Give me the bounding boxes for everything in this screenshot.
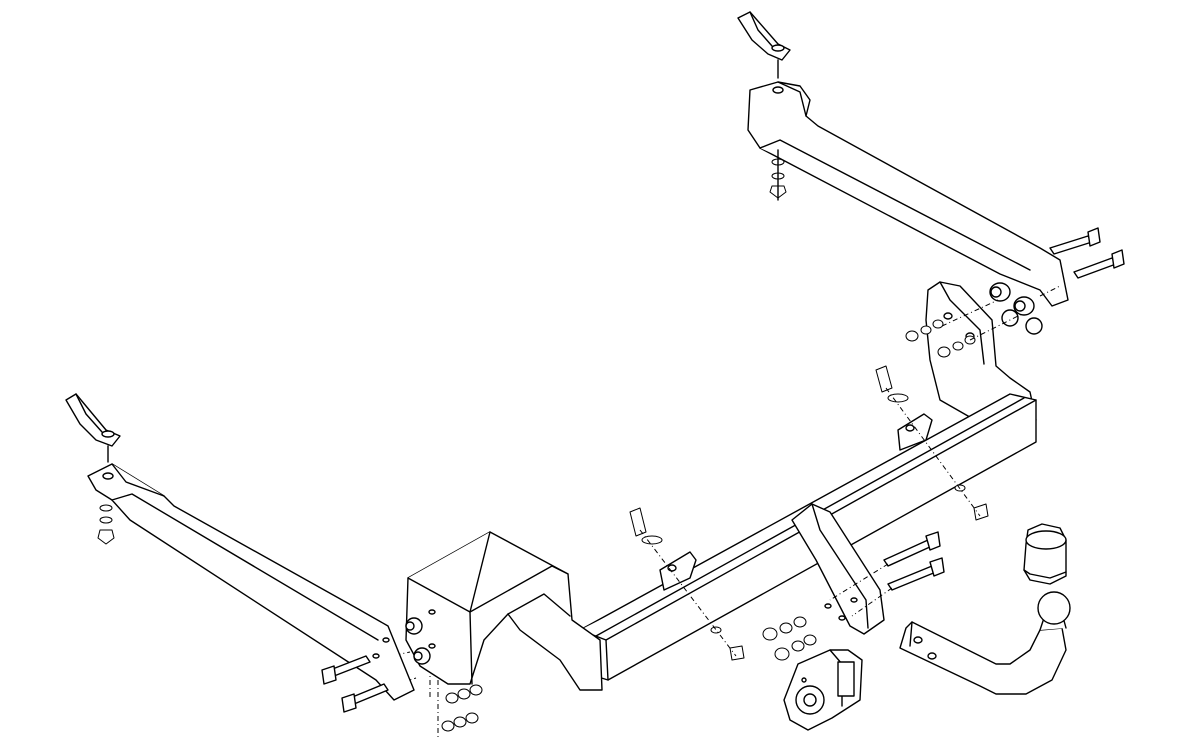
right-side-bracket [737,11,1069,307]
center-bolts [883,531,945,591]
left-nuts [441,684,483,732]
tow-ball [1037,591,1071,625]
left-bolts [321,655,389,713]
tow-ball-neck [899,605,1067,695]
vertical-bolts [629,365,989,661]
left-side-bracket [65,393,415,701]
crossbar-lug-right [897,413,933,451]
center-nuts [762,616,817,661]
tow-ball-cover [1023,523,1067,585]
center-bracket [791,503,885,635]
left-mounting-plate [405,531,603,691]
electrical-socket-plate [783,649,863,731]
